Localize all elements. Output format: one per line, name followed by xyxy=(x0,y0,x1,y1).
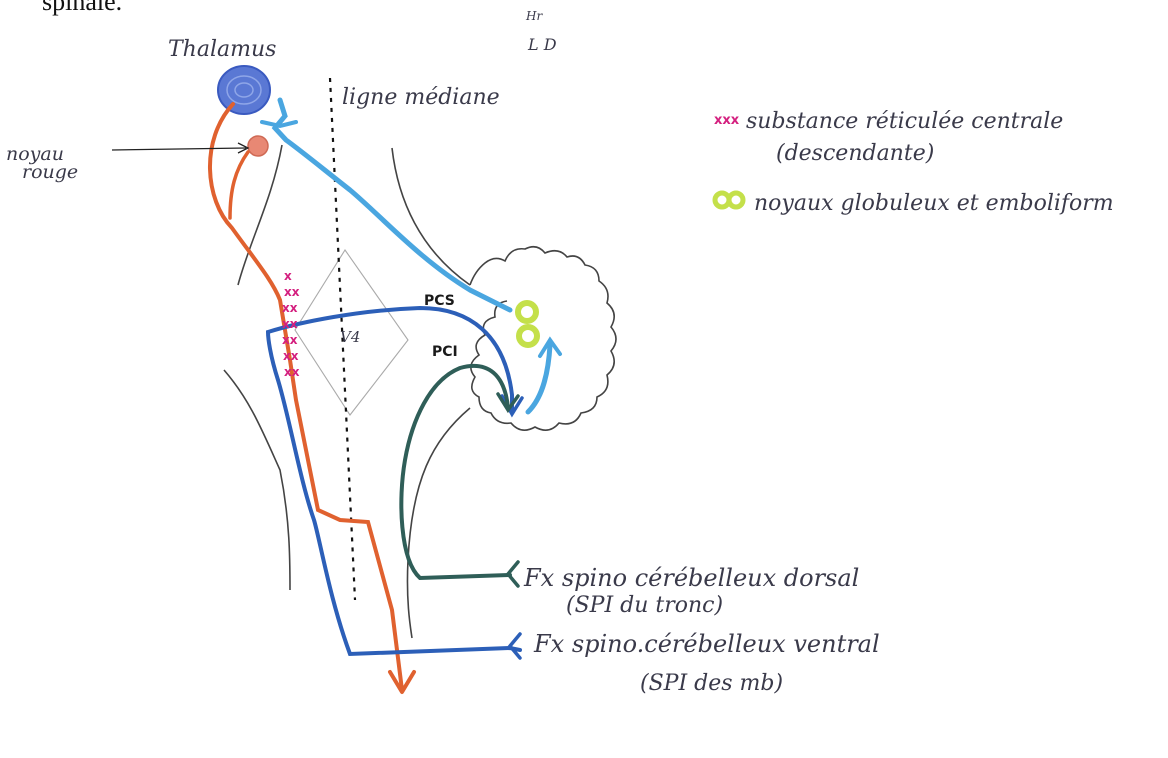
legend-noyaux-marker-2 xyxy=(729,193,743,207)
orange-tract-branch xyxy=(230,152,248,218)
noyau-rouge-shape xyxy=(248,136,268,156)
x-mark-4: xx xyxy=(282,317,298,331)
x-mark-2: xx xyxy=(284,285,300,299)
pcs-label: PCS xyxy=(424,293,455,309)
pci-label: PCI xyxy=(432,344,458,360)
orientation-hr: Hr xyxy=(525,9,543,23)
light-blue-tract xyxy=(275,100,510,310)
orientation-ld: L D xyxy=(527,35,557,54)
thalamus-shape xyxy=(218,66,270,114)
x-mark-5: xx xyxy=(282,333,298,347)
tract-dorsal-line2: (SPI du tronc) xyxy=(566,593,723,618)
legend-reticulee-line2: (descendante) xyxy=(776,141,934,166)
tract-ventral-line1: Fx spino.cérébelleux ventral xyxy=(533,630,880,658)
top-fragment-text: spinale. xyxy=(42,0,122,16)
tract-dorsal-line1: Fx spino cérébelleux dorsal xyxy=(523,564,859,592)
noyau-globuleux-1 xyxy=(518,303,536,321)
brainstem-outline-lower-right xyxy=(407,408,470,638)
tract-ventral-line2: (SPI des mb) xyxy=(640,671,783,696)
reticular-x-marks: x xx xx xx xx xx xx xyxy=(282,269,300,379)
ligne-mediane-label: ligne médiane xyxy=(342,85,500,110)
legend-noyaux-label: noyaux globuleux et emboliform xyxy=(754,191,1114,216)
dark-blue-fork xyxy=(510,634,520,658)
legend-reticulee-marker: xxx xyxy=(714,113,740,128)
noyau-globuleux-2 xyxy=(519,327,537,345)
noyau-rouge-pointer xyxy=(112,148,246,150)
x-mark-3: xx xyxy=(282,301,298,315)
dark-green-tract xyxy=(401,366,510,578)
thalamus-label: Thalamus xyxy=(168,37,276,62)
dark-green-fork xyxy=(508,562,518,586)
v4-label: V4 xyxy=(340,328,360,346)
x-mark-6: xx xyxy=(283,349,299,363)
x-mark-7: xx xyxy=(284,365,300,379)
legend-reticulee-line1: substance réticulée centrale xyxy=(746,109,1063,134)
dark-blue-tract xyxy=(268,308,520,654)
brainstem-outline-lower-left xyxy=(224,370,290,590)
x-mark-1: x xyxy=(284,269,292,283)
noyau-rouge-label-line2: rouge xyxy=(22,161,78,183)
orange-tract xyxy=(210,104,402,690)
